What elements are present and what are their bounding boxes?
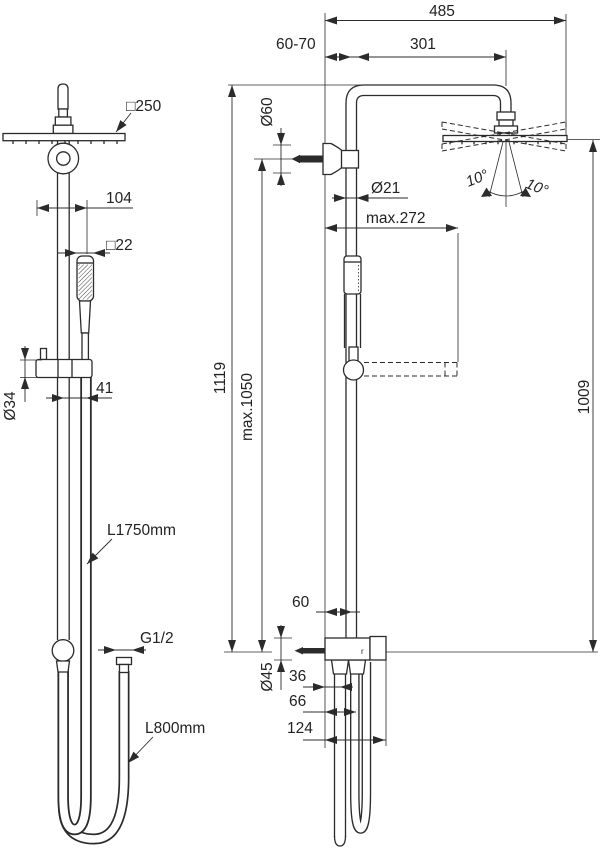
hose-nut bbox=[330, 659, 350, 675]
valve-diameter-label: Ø45 bbox=[259, 662, 276, 691]
inlet-sleeve bbox=[340, 149, 360, 169]
inlet-hose-label: L800mm bbox=[145, 720, 205, 737]
dim-riser-diameter: Ø21 bbox=[332, 180, 408, 202]
dim-hose-offset-1: 36 bbox=[289, 668, 353, 691]
handspray-size-label: □22 bbox=[106, 237, 133, 254]
dim-max-slider-reach: max.272 bbox=[325, 210, 459, 362]
side-elbow-ball bbox=[51, 639, 75, 662]
head-tilt-left-label: 10° bbox=[463, 166, 490, 190]
dim-outlet-offset: 60 bbox=[292, 594, 360, 616]
hose-offset-1-label: 36 bbox=[289, 668, 306, 685]
inlet-escutcheon bbox=[322, 142, 344, 176]
valve-width-label: 124 bbox=[287, 720, 313, 737]
dim-riser-height: 1119 bbox=[212, 84, 362, 652]
outlet-nipple bbox=[303, 648, 325, 654]
valve-body: r bbox=[294, 635, 387, 661]
max-slider-reach-label: max.272 bbox=[366, 210, 425, 227]
riser-diameter-label: Ø21 bbox=[371, 180, 400, 197]
head-tilt-dashed-outline bbox=[441, 121, 567, 152]
front-view: 10° 10° bbox=[212, 3, 600, 847]
arm-end-knob bbox=[57, 83, 69, 110]
head-offset-label: 104 bbox=[106, 190, 132, 207]
dim-wall-offset-and-projection: 60-70 301 bbox=[276, 36, 507, 86]
dim-escutcheon: Ø60 bbox=[259, 97, 291, 186]
side-overhead-shower bbox=[2, 83, 126, 175]
head-plate-side bbox=[2, 132, 126, 142]
dim-valve-width: 124 bbox=[287, 660, 387, 746]
side-handspray bbox=[76, 255, 95, 361]
head-height-label: 1009 bbox=[576, 380, 593, 414]
dim-head-offset: 104 bbox=[36, 190, 133, 254]
front-inlet-hose-loop bbox=[350, 662, 372, 834]
dim-valve-diameter: Ø45 bbox=[259, 625, 292, 692]
overall-width-label: 485 bbox=[429, 3, 455, 20]
dim-inlet-hose-length: L800mm bbox=[127, 720, 205, 764]
outlet-offset-label: 60 bbox=[292, 594, 310, 611]
arm-projection-label: 301 bbox=[410, 36, 436, 53]
spray-cone bbox=[481, 141, 531, 207]
max-inlet-height-label: max.1050 bbox=[239, 373, 256, 441]
shower-hose-label: L1750mm bbox=[107, 522, 176, 539]
side-inlet-hose bbox=[58, 671, 130, 845]
side-view: □250 104 □22 Ø34 bbox=[2, 83, 205, 845]
valve-mark: r bbox=[361, 647, 364, 656]
wall-inlet bbox=[254, 142, 360, 176]
shower-arm bbox=[345, 84, 512, 160]
riser-height-label: 1119 bbox=[212, 362, 229, 394]
slider-offset-label: 41 bbox=[96, 380, 113, 397]
front-overhead-shower: 10° 10° bbox=[441, 111, 568, 207]
dim-slider-diameter: Ø34 bbox=[2, 346, 58, 421]
slider-knob bbox=[342, 359, 365, 381]
head-plate-front bbox=[442, 134, 568, 143]
front-shower-hose-end bbox=[333, 672, 347, 847]
dim-head-size: □250 bbox=[115, 98, 162, 133]
dim-max-inlet-height: max.1050 bbox=[239, 159, 266, 652]
side-shower-hose bbox=[57, 377, 92, 836]
side-elbow-neck bbox=[55, 660, 71, 673]
bracket-pin bbox=[39, 347, 48, 361]
hose-offset-2-label: 66 bbox=[289, 693, 306, 710]
dim-overall-width: 485 bbox=[325, 3, 567, 136]
holder-dashed-position bbox=[364, 362, 458, 377]
dim-head-height: 1009 bbox=[567, 139, 600, 652]
dim-shower-hose-length: L1750mm bbox=[86, 522, 176, 565]
front-handspray bbox=[342, 255, 365, 381]
dim-hose-offset-2: 66 bbox=[289, 693, 356, 716]
side-slider-bracket bbox=[35, 347, 93, 379]
dim-thread: G1/2 bbox=[98, 630, 174, 654]
side-hose-connector bbox=[115, 656, 133, 674]
slider-diameter-label: Ø34 bbox=[2, 391, 19, 421]
dim-handspray-size: □22 bbox=[58, 237, 133, 257]
head-nozzle-ticks bbox=[12, 140, 118, 144]
escutcheon-label: Ø60 bbox=[259, 97, 276, 127]
thread-label: G1/2 bbox=[140, 630, 174, 647]
dim-slider-offset: 41 bbox=[46, 380, 113, 402]
handspray-face-hatch bbox=[78, 264, 92, 300]
wall-offset-label: 60-70 bbox=[276, 36, 316, 53]
head-size-label: □250 bbox=[126, 98, 162, 115]
inlet-nipple bbox=[300, 155, 323, 163]
diverter-knob bbox=[369, 635, 387, 661]
hose-nut bbox=[347, 659, 367, 675]
